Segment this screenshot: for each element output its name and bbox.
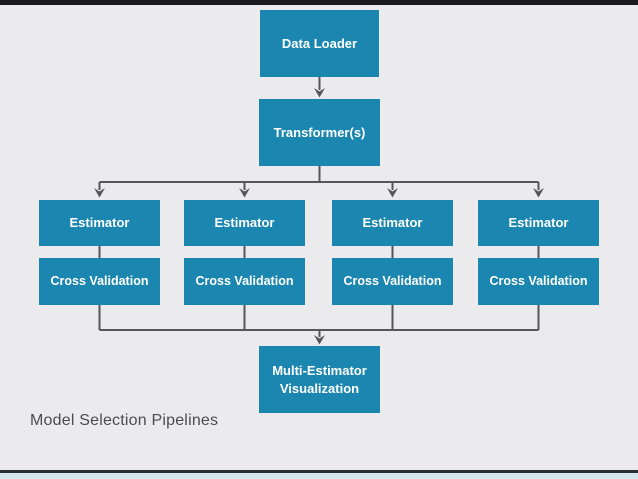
cross-validation-node-1: Cross Validation [39,258,160,305]
cross-validation-node-4: Cross Validation [478,258,599,305]
arrowhead-down-icon [314,88,325,98]
estimator-node-1: Estimator [39,200,160,246]
arrowhead-down-icon [94,188,105,198]
cross-validation-label: Cross Validation [195,274,294,289]
cross-validation-node-3: Cross Validation [332,258,453,305]
estimator-node-3: Estimator [332,200,453,246]
multi-estimator-visualization-label: Multi-Estimator Visualization [272,362,367,396]
arrowhead-down-icon [314,335,325,345]
data-loader-label: Data Loader [281,35,358,51]
diagram-caption: Model Selection Pipelines [30,412,219,429]
cross-validation-label: Cross Validation [489,274,588,289]
bottom-divider-line [0,470,638,473]
arrowhead-down-icon [239,188,250,198]
estimator-node-4: Estimator [478,200,599,246]
cross-validation-label: Cross Validation [343,274,442,289]
transformers-node: Transformer(s) [259,99,380,166]
estimator-label: Estimator [508,215,569,231]
data-loader-node: Data Loader [260,10,379,77]
arrowhead-down-icon [533,188,544,198]
cross-validation-label: Cross Validation [50,274,149,289]
estimator-label: Estimator [214,215,275,231]
multi-estimator-visualization-node: Multi-Estimator Visualization [259,346,380,413]
bottom-accent-strip [0,473,638,479]
estimator-label: Estimator [362,215,423,231]
estimator-label: Estimator [69,215,130,231]
cross-validation-node-2: Cross Validation [184,258,305,305]
top-accent-bar [0,0,638,5]
transformers-label: Transformer(s) [273,124,366,140]
estimator-node-2: Estimator [184,200,305,246]
arrowhead-down-icon [387,188,398,198]
